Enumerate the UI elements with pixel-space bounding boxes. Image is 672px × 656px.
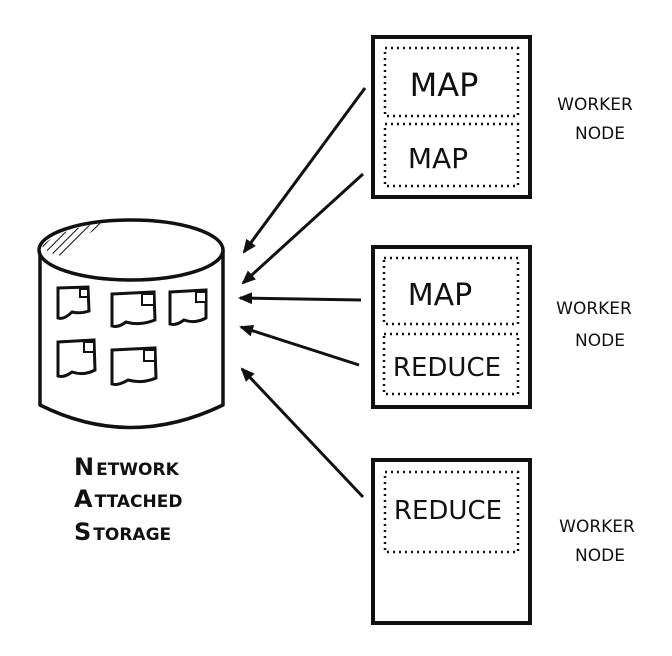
worker-label-line1: WORKER bbox=[556, 299, 632, 319]
file-icon bbox=[56, 338, 97, 378]
worker-node-1: MAP MAP WORKER NODE bbox=[371, 35, 633, 199]
arrow bbox=[239, 324, 360, 367]
file-icon bbox=[56, 285, 91, 320]
arrow bbox=[238, 292, 362, 305]
caption-initial: S bbox=[74, 518, 91, 546]
nas-cylinder-icon bbox=[37, 218, 225, 430]
task-label: MAP bbox=[408, 142, 468, 175]
arrow bbox=[240, 367, 365, 499]
worker-label-line2: NODE bbox=[575, 124, 625, 144]
task-slot bbox=[383, 122, 520, 188]
worker-node-2: MAP REDUCE WORKER NODE bbox=[371, 245, 632, 409]
task-label: MAP bbox=[410, 66, 479, 104]
caption-rest: TORAGE bbox=[93, 525, 171, 545]
caption-rest: ETWORK bbox=[96, 460, 180, 480]
task-slot bbox=[382, 256, 520, 326]
worker-node-3: REDUCE WORKER NODE bbox=[371, 458, 635, 625]
worker-label-line1: WORKER bbox=[557, 95, 633, 115]
arrow bbox=[241, 172, 365, 285]
task-label: REDUCE bbox=[394, 496, 502, 526]
task-slot bbox=[383, 470, 520, 554]
worker-label-line2: NODE bbox=[575, 546, 625, 566]
node-frame bbox=[371, 458, 532, 625]
file-icon bbox=[110, 346, 158, 386]
file-icon bbox=[168, 288, 208, 326]
data-flow-arrows bbox=[238, 87, 367, 499]
task-slot bbox=[382, 332, 520, 396]
node-frame bbox=[371, 245, 532, 409]
worker-label-line2: NODE bbox=[575, 331, 625, 351]
task-slot bbox=[383, 46, 520, 118]
arrow bbox=[242, 87, 367, 254]
caption-initial: A bbox=[74, 485, 93, 513]
caption-initial: N bbox=[74, 453, 94, 481]
caption-rest: TTACHED bbox=[95, 492, 183, 512]
task-label: REDUCE bbox=[393, 353, 501, 383]
file-icon bbox=[110, 290, 157, 328]
worker-label-line1: WORKER bbox=[559, 517, 635, 537]
task-label: MAP bbox=[408, 278, 473, 313]
